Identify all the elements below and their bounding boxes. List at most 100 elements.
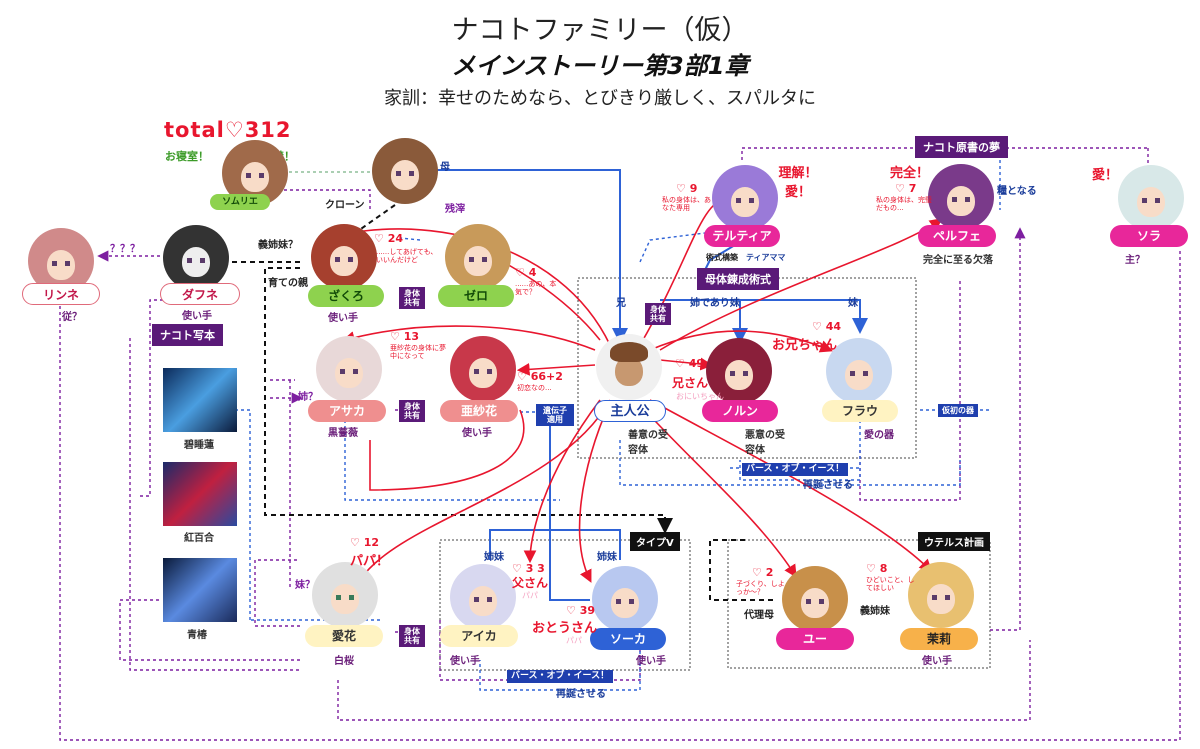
- box-type-v: タイプV: [630, 532, 680, 551]
- telteia-name: テルティア: [704, 225, 780, 247]
- hero-name: 主人公: [594, 400, 666, 422]
- zakuro-name: ざくろ: [308, 285, 384, 307]
- frau-role: 愛の器: [864, 430, 894, 441]
- aika2-name: アイカ: [440, 625, 518, 647]
- mari-name: 茉莉: [900, 628, 978, 650]
- aika2-call: 父さん: [512, 576, 549, 590]
- sora-name: ソラ: [1110, 225, 1188, 247]
- sora-role: 主？: [1125, 255, 1145, 266]
- tag-shintai-3: 身体共有: [399, 625, 425, 647]
- tag-shintai-1: 身体共有: [399, 287, 425, 309]
- frau-call: お兄ちゃん: [772, 338, 838, 353]
- label-sodate: 育ての親: [268, 278, 308, 289]
- label-shimai-b: 姉妹: [597, 552, 617, 563]
- soka-role: 使い手: [636, 656, 666, 667]
- zero-quote: ......あの、本気で？: [515, 280, 557, 296]
- zero-avatar: [445, 224, 511, 290]
- soka-call-sub: パパ: [566, 636, 582, 645]
- tag-birth-2: バース・オブ・イース！: [742, 463, 849, 476]
- group-boxes: [439, 277, 991, 671]
- hero-role: 善意の受容体: [628, 430, 668, 456]
- pelfe-heart: ♡ 7: [895, 182, 917, 195]
- label-imouto: 妹: [848, 298, 858, 309]
- zakuro-quote: ......してあげても、いいんだけど: [376, 248, 438, 264]
- label-gishimai2: 義姉妹: [860, 606, 890, 617]
- soka-heart: ♡ 39: [566, 604, 595, 617]
- telteia-note: 術式構築: [706, 253, 738, 262]
- zero-name: ゼロ: [438, 285, 514, 307]
- pelfe-exclaim: 完全！: [890, 166, 930, 181]
- soka-name: ソーカ: [590, 628, 666, 650]
- telteia-exclaim: 理解！愛！: [778, 166, 818, 200]
- label-clone: クローン: [325, 200, 365, 211]
- telteia-quote: 私の身体は、あなた専用: [662, 196, 711, 212]
- note-bedroom: お寝室！: [165, 150, 209, 163]
- norun-role: 悪意の受容体: [745, 430, 785, 456]
- daphne-avatar: [163, 225, 229, 291]
- frau-name: フラウ: [822, 400, 898, 422]
- norun-call-sub: おにいちゃん: [676, 392, 724, 401]
- mari-avatar: [908, 562, 974, 628]
- label-ani: 兄: [616, 298, 626, 309]
- aika-avatar: [312, 562, 378, 628]
- pelfe-name: ペルフェ: [918, 225, 996, 247]
- hero-avatar: [596, 334, 662, 400]
- asaka-role: 黒薔薇: [328, 428, 358, 439]
- tag-hakaki: 仮初の器: [938, 404, 978, 417]
- box-nakoto-copy: ナコト写本: [152, 324, 223, 346]
- aotsubaki-caption: 青椿: [187, 630, 207, 641]
- aika2-role: 使い手: [450, 656, 480, 667]
- soka-avatar: [592, 566, 658, 632]
- aika-heart: ♡ 12: [350, 536, 379, 549]
- aika-call: パパ！: [350, 554, 390, 569]
- yu-avatar: [782, 566, 848, 632]
- yu-heart: ♡ 2: [752, 566, 774, 579]
- rinne-role: 従？: [62, 312, 82, 323]
- label-rebirth-1: 再誕させる: [556, 689, 606, 700]
- norun-heart: ♡ 49: [675, 357, 704, 370]
- aika-name: 愛花: [305, 625, 383, 647]
- asaka2-heart: ♡ 66+2: [517, 370, 563, 383]
- yu-quote: 子づくり、しよっか〜？: [736, 580, 785, 596]
- norun-avatar: [706, 338, 772, 404]
- box-nakoto-dream: ナコト原書の夢: [915, 136, 1008, 158]
- tag-birth-1: バース・オブ・イース！: [507, 670, 614, 683]
- norun-call: 兄さん: [672, 376, 709, 390]
- zakuro-heart: ♡ 24: [374, 232, 403, 245]
- asaka-avatar: [316, 336, 382, 402]
- hekisui-caption: 碧睡蓮: [184, 440, 214, 451]
- mari-quote: ひどいこと、してほしい: [866, 576, 915, 592]
- aika-role: 白桜: [334, 656, 354, 667]
- page-title: ナコトファミリー（仮）: [451, 15, 749, 46]
- pelfe-quote: 私の身体は、完璧だもの...: [876, 196, 932, 212]
- asaka2-quote: 初恋なの...: [517, 384, 552, 392]
- sora-exclaim: 愛！: [1092, 168, 1119, 183]
- asaka2-role: 使い手: [462, 428, 492, 439]
- asaka-name: アサカ: [308, 400, 386, 422]
- norun-name: ノルン: [702, 400, 778, 422]
- label-question: ？？？: [110, 244, 140, 255]
- pelfe-role: 完全に至る欠落: [923, 255, 993, 266]
- tag-shintai-2: 身体共有: [399, 400, 425, 422]
- label-kate: 糧となる: [997, 186, 1037, 197]
- tag-shintai-4: 身体共有: [645, 303, 671, 325]
- asaka-quote: 亜紗花の身体に夢中になって: [390, 344, 446, 360]
- box-uterus: ウテルス計画: [918, 532, 990, 551]
- aika2-call-sub: パパ: [522, 591, 538, 600]
- pelfe-avatar: [928, 164, 994, 230]
- clone-source-avatar: [372, 138, 438, 204]
- somurie-name: ソムリエ: [210, 194, 270, 210]
- label-mother: 母: [440, 162, 450, 173]
- daphne-role: 使い手: [182, 311, 212, 322]
- tag-iden: 遺伝子適用: [536, 404, 574, 426]
- frau-heart: ♡ 44: [812, 320, 841, 333]
- yu-name: ユー: [776, 628, 854, 650]
- daphne-name: ダフネ: [160, 283, 240, 305]
- zakuro-role: 使い手: [328, 313, 358, 324]
- page-subtitle: メインストーリー第3部1章: [451, 52, 749, 80]
- telteia-note2: ティアママ: [746, 253, 786, 262]
- zero-heart: ♡ 4: [515, 266, 537, 279]
- telteia-avatar: [712, 165, 778, 231]
